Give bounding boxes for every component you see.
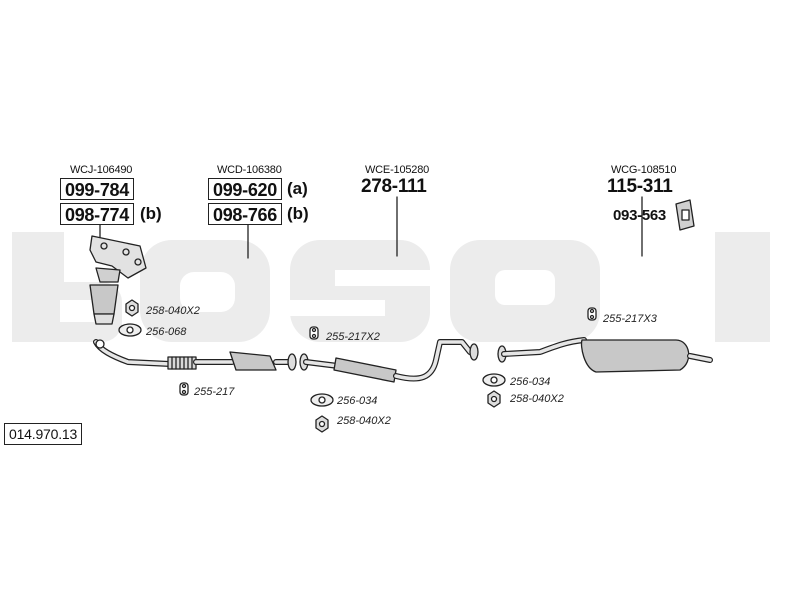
rubber-mount-icon [587, 307, 597, 321]
rear-silencer-part [497, 337, 713, 373]
fitting-label: 258-040X2 [510, 393, 564, 405]
fitting-label: 258-040X2 [337, 415, 391, 427]
fitting-label: 255-217X2 [326, 331, 380, 343]
pipe-suffix-a: (a) [287, 179, 308, 198]
rubber-mount-icon [309, 326, 319, 340]
front-part-b: 098-774 [60, 203, 134, 225]
nut-icon [125, 299, 139, 317]
front-pipe-part [93, 339, 297, 371]
rear-group-code: WCG-108510 [611, 164, 677, 176]
pipe-group-code: WCD-106380 [217, 164, 282, 176]
fitting-label: 256-068 [146, 326, 187, 338]
front-part-a: 099-784 [60, 178, 134, 200]
fitting-label: 258-040X2 [146, 305, 200, 317]
fitting-label: 255-217 [194, 386, 235, 398]
middle-silencer-part [299, 339, 479, 383]
middle-part: 278-111 [361, 176, 427, 197]
reference-number: 014.970.13 [4, 423, 83, 445]
mounting-bracket-part [675, 199, 695, 231]
middle-group-code: WCE-105280 [365, 164, 430, 176]
pipe-part-b: 098-766 [208, 203, 282, 225]
rubber-mount-icon [179, 382, 189, 396]
rear-part: 115-311 [607, 176, 673, 197]
front-group-code: WCJ-106490 [70, 164, 133, 176]
gasket-icon [118, 323, 142, 337]
rear-accessory-part: 093-563 [613, 207, 666, 224]
fitting-label: 256-034 [337, 395, 378, 407]
gasket-icon [310, 393, 334, 407]
nut-icon [315, 415, 329, 433]
pipe-part-a: 099-620 [208, 178, 282, 200]
fitting-label: 256-034 [510, 376, 551, 388]
pipe-suffix-b: (b) [287, 204, 309, 223]
gasket-icon [482, 373, 506, 387]
front-suffix-b: (b) [140, 204, 162, 223]
nut-icon [487, 390, 501, 408]
fitting-label: 255-217X3 [603, 313, 657, 325]
manifold-catalyst-part [89, 235, 147, 325]
